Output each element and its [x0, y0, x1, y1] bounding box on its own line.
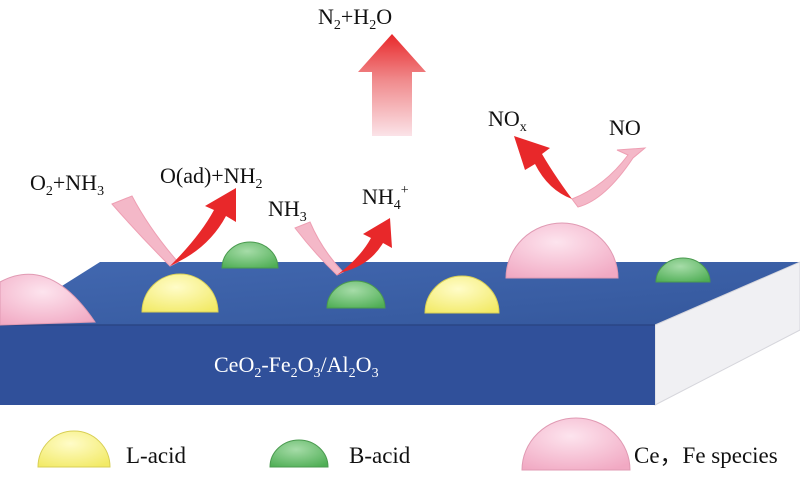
- legend-ce-fe-label: Ce，Fe species: [634, 443, 778, 468]
- label-n2-h2o: N2+H2O: [318, 4, 392, 33]
- label-no: NO: [609, 115, 641, 140]
- oad-nh2-outgoing-arrow: [170, 188, 236, 266]
- legend-ce-fe-swatch: [521, 417, 631, 471]
- no-incoming-arrow: [571, 147, 647, 208]
- reaction-arrows: [111, 34, 647, 276]
- legend-b-acid-label: B-acid: [349, 443, 411, 468]
- product-up-arrow: [358, 34, 426, 136]
- legend-b-acid-swatch: [269, 439, 329, 468]
- legend-l-acid-swatch: [37, 430, 111, 468]
- surface-sites: [0, 222, 711, 326]
- b-acid-site: [655, 257, 711, 283]
- label-nox: NOx: [488, 106, 527, 135]
- o2-nh3-incoming-arrow: [111, 195, 179, 267]
- label-nh3: NH3: [268, 196, 307, 225]
- catalyst-support: [0, 261, 800, 406]
- label-nh4: NH4+: [362, 183, 409, 213]
- ce-fe-site: [505, 222, 619, 279]
- species-labels: N2+H2O O2+NH3 O(ad)+NH2 NH3 NH4+ NOx NO: [30, 4, 641, 225]
- nox-outgoing-arrow: [514, 136, 578, 207]
- support-formula-label: CeO2-Fe2O3/Al2O3: [214, 352, 379, 381]
- l-acid-site: [141, 273, 219, 313]
- b-acid-site: [326, 280, 386, 309]
- legend: L-acid B-acid Ce，Fe species: [37, 417, 778, 471]
- l-acid-site: [424, 275, 500, 314]
- label-oad-nh2: O(ad)+NH2: [160, 163, 263, 192]
- nh4-outgoing-arrow: [337, 218, 392, 275]
- b-acid-site: [221, 241, 279, 269]
- label-o2-nh3: O2+NH3: [30, 170, 104, 199]
- legend-l-acid-label: L-acid: [126, 443, 187, 468]
- ce-fe-site: [0, 273, 96, 326]
- support-front-face: [0, 325, 655, 405]
